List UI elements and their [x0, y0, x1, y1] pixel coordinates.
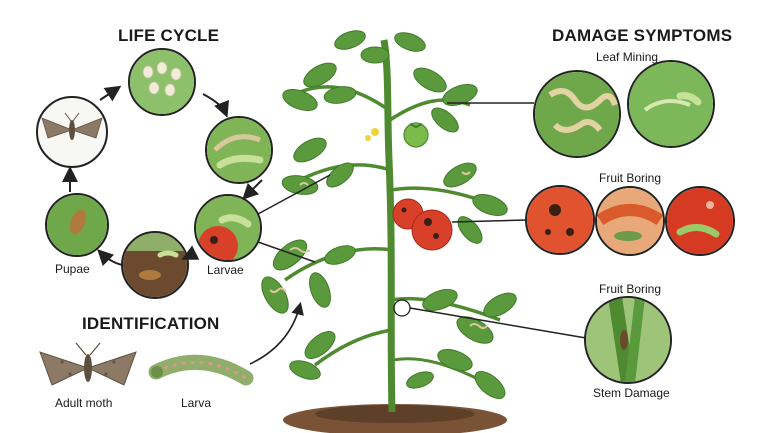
- life-cycle-pupae: [45, 193, 109, 257]
- tomato-plant: [261, 30, 517, 413]
- life-cycle-adult: [36, 96, 108, 168]
- label-leaf-mining: Leaf Mining: [596, 50, 659, 64]
- life-cycle-larvae: [194, 194, 262, 262]
- identification-larva: [148, 354, 254, 386]
- heading-life-cycle: LIFE CYCLE: [118, 26, 220, 45]
- label-adult-moth: Adult moth: [55, 396, 113, 410]
- label-stem-damage: Stem Damage: [593, 386, 670, 400]
- label-fruit-boring-lower: Fruit Boring: [599, 282, 662, 296]
- label-pupae: Pupae: [55, 262, 90, 276]
- damage-fruit-boring-circle-3: [665, 186, 735, 256]
- heading-identification: IDENTIFICATION: [82, 314, 220, 333]
- label-fruit-boring-top: Fruit Boring: [599, 171, 662, 185]
- life-cycle-eggs: [128, 48, 196, 116]
- life-cycle-early-larva: [205, 116, 273, 184]
- life-cycle-soil: [121, 231, 189, 299]
- damage-stem-circle: [584, 296, 672, 384]
- damage-leaf-mining-circle-1: [533, 70, 621, 158]
- heading-damage-symptoms: DAMAGE SYMPTOMS: [552, 26, 733, 45]
- damage-fruit-boring-circle-1: [525, 185, 595, 255]
- damage-leaf-mining-circle-2: [627, 60, 715, 148]
- label-larva: Larva: [181, 396, 212, 410]
- identification-moth: [39, 342, 137, 386]
- damage-fruit-boring-circle-2: [595, 186, 665, 256]
- life-cycle-arrows: [62, 85, 263, 267]
- soil-mound: [283, 404, 507, 433]
- label-larvae: Larvae: [207, 263, 244, 277]
